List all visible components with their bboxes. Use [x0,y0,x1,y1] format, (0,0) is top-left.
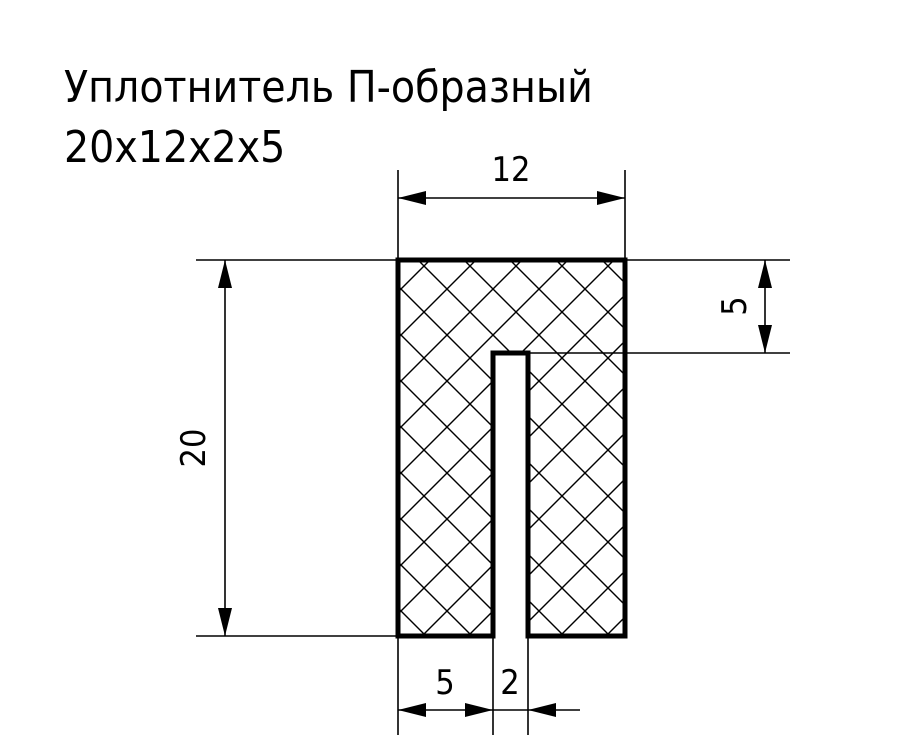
dimension-slot-depth: 5 [715,260,772,353]
hatch-region-bridgeBody [493,260,528,353]
extension-lines [196,170,790,735]
dimension-height: 20 [174,260,232,636]
section-hatching [398,260,625,636]
dimension-wall-label: 5 [435,663,454,703]
dimension-width: 12 [398,150,625,205]
dimension-slot-depth-label: 5 [715,296,755,315]
hatch-region-leftBody [398,260,493,636]
dimension-wall: 5 [398,663,493,717]
title-line-2: 20x12x2x5 [64,122,285,173]
dimension-slot-width: 2 [493,663,580,717]
title-line-1: Уплотнитель П-образный [64,62,593,113]
hatch-region-rightBody [528,260,625,636]
dimension-width-label: 12 [492,150,531,190]
dimension-slot-width-label: 2 [500,663,519,703]
dimension-height-label: 20 [174,429,214,468]
